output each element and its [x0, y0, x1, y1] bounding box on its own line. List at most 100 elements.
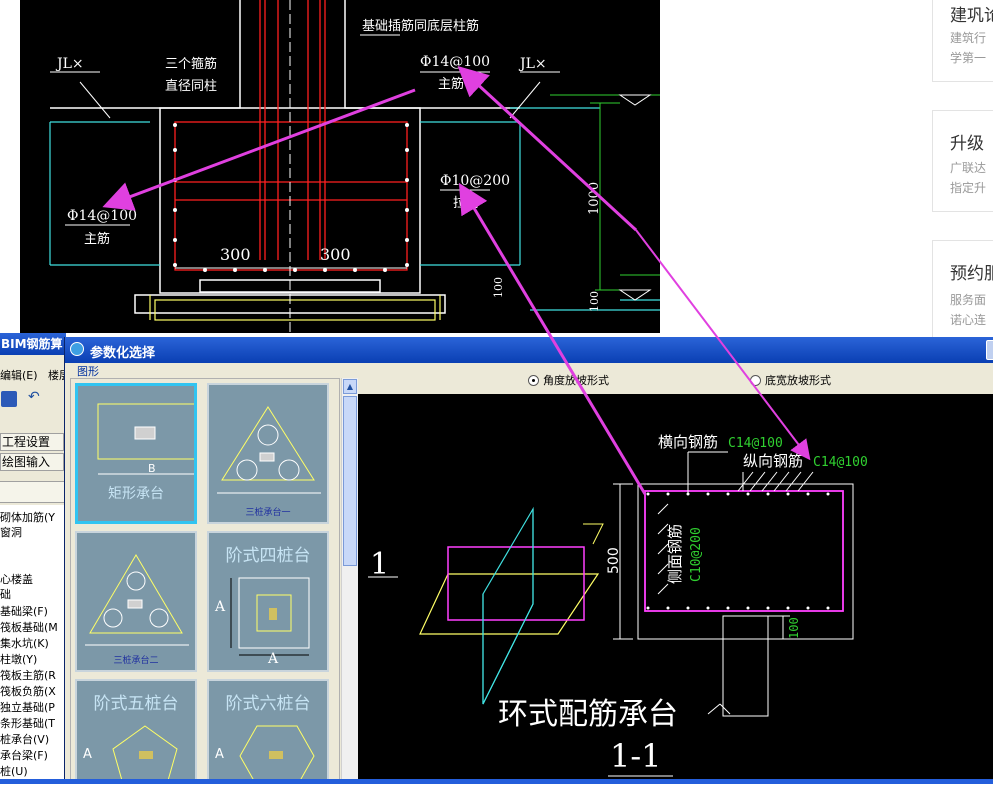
cad-dim-300-left: 300 [220, 245, 251, 264]
web-card-2[interactable]: 升级 广联达 指定升 [932, 110, 993, 212]
bg-app-panel-drawing[interactable]: 绘图输入 [0, 453, 64, 471]
cad-label-side-bar: Φ10@200 [440, 173, 510, 189]
web-card-line: 学第一 [950, 51, 987, 65]
thumb-title: 三桩承台二 [113, 656, 159, 666]
thumb-dim-a: A [215, 599, 226, 615]
cad-label-top-bar: Φ14@100 [420, 54, 490, 70]
thumb-stepped-four-pile[interactable]: 阶式四桩台 A A [207, 531, 329, 672]
web-card-line: 建筑行 [950, 31, 987, 45]
cad-foundation-drawing: 基础插筋同底层柱筋 JL× JL× 三个箍筋 直径同柱 Φ14@100 主筋 Φ… [20, 0, 660, 333]
thumb-dim-b: B [148, 462, 156, 475]
radio-unchecked-icon[interactable] [750, 374, 761, 386]
thumb-title: 阶式六桩台 [225, 694, 311, 714]
bg-app-tree-header [0, 481, 64, 503]
bg-app-tree: 砌体加筋(Y 窗洞 心楼盖 础 基础梁(F) 筏板基础(M 集水坑(K) 柱墩(… [0, 505, 64, 784]
shape-picker-panel: 图形 B 矩形承台 [68, 364, 359, 784]
save-icon[interactable] [1, 391, 17, 407]
dialog-title-bar[interactable]: 参数化选择 [65, 337, 993, 363]
tree-item[interactable]: 窗洞 [0, 526, 22, 539]
group-label: 图形 [77, 365, 99, 378]
thumb-dim-a: A [215, 747, 224, 762]
preview-label-horizontal: 横向钢筋 [658, 433, 718, 451]
web-card-title: 预约服 [950, 264, 993, 284]
cad-label-jl-right: JL× [518, 56, 547, 72]
tree-item[interactable]: 集水坑(K) [0, 637, 49, 650]
thumbnail-scrollbar[interactable]: ▲ [341, 378, 359, 784]
bg-app-menu-edit[interactable]: 编辑(E) [0, 369, 38, 382]
preview-label-side: 侧面钢筋 [666, 524, 684, 584]
preview-label-side-val: C10@200 [689, 527, 704, 582]
cad-label-left-bar: Φ14@100 [67, 208, 137, 224]
cad-label-left-bar-main: 主筋 [84, 231, 110, 247]
thumb-stepped-five-pile[interactable]: 阶式五桩台 A [75, 679, 197, 783]
thumb-dim-a: A [83, 747, 92, 762]
radio-label: 角度放坡形式 [543, 374, 609, 387]
tree-item[interactable]: 心楼盖 [0, 573, 33, 586]
pile-cap-preview: 横向钢筋 C14@100 纵向钢筋 C14@100 侧面钢筋 C10@200 5… [358, 394, 993, 784]
cad-dim-1000: 1000 [587, 182, 602, 215]
tree-item[interactable]: 桩承台(V) [0, 733, 50, 746]
parametric-selection-dialog: 参数化选择 图形 B 矩形承台 [64, 337, 993, 784]
web-card-line: 广联达 [950, 161, 987, 175]
web-card-line: 指定升 [950, 181, 987, 195]
preview-dim-500: 500 [606, 547, 622, 574]
radio-width-slope[interactable]: 底宽放坡形式 [750, 372, 831, 388]
thumb-title: 矩形承台 [108, 486, 164, 502]
tree-item[interactable]: 砌体加筋(Y [0, 511, 56, 524]
thumb-dim-a: A [268, 651, 279, 667]
scrollbar-thumb[interactable] [343, 396, 357, 566]
cad-label-side-bar-sub: 拉筋 [453, 195, 479, 211]
cad-dim-300-right: 300 [320, 245, 351, 264]
bg-app-title: BIM钢筋算 [0, 333, 66, 355]
preview-label-horizontal-val: C14@100 [728, 436, 783, 451]
dialog-control-button[interactable] [986, 340, 993, 360]
cad-dim-100-b: 100 [588, 291, 601, 312]
dialog-title: 参数化选择 [90, 346, 156, 361]
tree-item[interactable]: 承台梁(F) [0, 749, 48, 762]
web-card-3[interactable]: 预约服 服务面 诺心连 [932, 240, 993, 342]
web-sidebar: 建巩论 建筑行 学第一 升级 广联达 指定升 预约服 服务面 诺心连 [660, 0, 993, 342]
undo-icon[interactable]: ↶ [28, 389, 40, 405]
tree-item[interactable]: 基础梁(F) [0, 605, 48, 618]
thumb-three-pile-2[interactable]: 三桩承台二 [75, 531, 197, 672]
preview-label-vertical: 纵向钢筋 [743, 452, 803, 470]
tree-item[interactable]: 柱墩(Y) [0, 653, 38, 666]
bg-app-menu-floor[interactable]: 楼层 [48, 369, 66, 382]
thumb-rect-cap[interactable]: B 矩形承台 [75, 383, 197, 524]
background-app-window: BIM钢筋算 编辑(E) 楼层 ↶ 工程设置 绘图输入 砌体加筋(Y 窗洞 心楼… [0, 333, 66, 784]
slope-mode-bar: 角度放坡形式 底宽放坡形式 [358, 364, 993, 394]
web-card-title: 升级 [950, 134, 984, 154]
tree-item[interactable]: 础 [0, 588, 11, 601]
preview-section-title: 1-1 [610, 737, 662, 775]
thumb-stepped-six-pile[interactable]: 阶式六桩台 A [207, 679, 329, 783]
tree-item[interactable]: 条形基础(T [0, 717, 56, 730]
web-card-1[interactable]: 建巩论 建筑行 学第一 [932, 0, 993, 82]
thumb-title: 三桩承台一 [245, 508, 291, 518]
bg-app-panel-settings[interactable]: 工程设置 [0, 433, 64, 451]
cad-dim-100-a: 100 [492, 277, 505, 298]
tree-item[interactable]: 筏板负筋(X [0, 685, 56, 698]
web-card-line: 服务面 [950, 293, 987, 307]
radio-angle-slope[interactable]: 角度放坡形式 [528, 372, 609, 388]
thumb-title: 阶式四桩台 [225, 546, 311, 566]
preview-section-mark: 1 [370, 547, 389, 582]
web-card-line: 诺心连 [950, 313, 987, 327]
cad-label-stirrup-1: 三个箍筋 [165, 56, 217, 72]
thumb-title: 阶式五桩台 [93, 694, 179, 714]
preview-label-vertical-val: C14@100 [813, 455, 868, 470]
tree-item[interactable]: 桩(U) [0, 765, 28, 778]
scroll-up-icon[interactable]: ▲ [343, 379, 357, 394]
web-card-title: 建巩论 [950, 6, 993, 26]
tree-item[interactable]: 筏板基础(M [0, 621, 58, 634]
preview-drawing: 横向钢筋 C14@100 纵向钢筋 C14@100 侧面钢筋 C10@200 5… [368, 433, 868, 777]
app-icon [70, 342, 84, 356]
cad-label-stirrup-2: 直径同柱 [165, 79, 217, 94]
cad-label-top-bar-main: 主筋 [438, 76, 464, 92]
radio-checked-icon[interactable] [528, 374, 539, 386]
preview-dim-100: 100 [787, 617, 801, 639]
thumb-three-pile-1[interactable]: 三桩承台一 [207, 383, 329, 524]
tree-item[interactable]: 筏板主筋(R [0, 669, 56, 682]
cad-label-top: 基础插筋同底层柱筋 [362, 18, 479, 34]
tree-item[interactable]: 独立基础(P [0, 701, 55, 714]
cad-label-jl-left: JL× [55, 56, 84, 72]
